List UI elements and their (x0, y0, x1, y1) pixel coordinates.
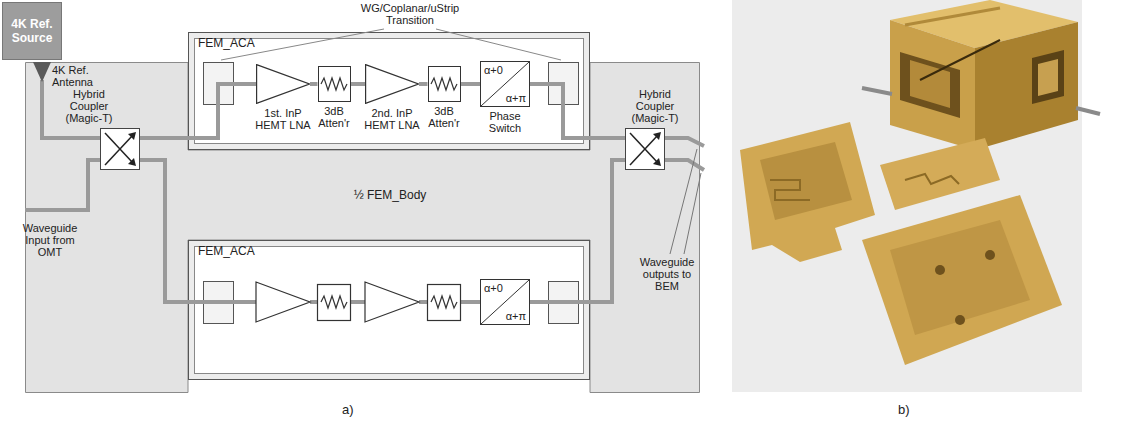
phase-state: α+0 (484, 64, 503, 76)
amplifier-symbol (365, 64, 419, 104)
magic-t-box (625, 128, 665, 170)
module-label: FEM_ACA (198, 244, 255, 258)
callout-label: Waveguide outputs to BEM (636, 256, 698, 292)
amplifier-symbol (256, 64, 310, 104)
signal-wire (310, 84, 318, 85)
attenuator: 3dB Atten'r (313, 66, 355, 129)
attenuator: 3dB Atten'r (423, 66, 465, 129)
hybrid-coupler: Hybrid Coupler (Magic-T) (56, 88, 142, 172)
coupler-label: Hybrid Coupler (Magic-T) (56, 88, 122, 124)
phase-switch-label: Phase Switch (478, 110, 532, 134)
callout-label: WG/Coplanar/uStrip Transition (340, 2, 480, 26)
amplifier-module: FEM_ACA1st. InP HEMT LNA3dB Atten'r2nd. … (188, 32, 590, 150)
crossed-arrows (626, 129, 664, 169)
amplifier-label: 1st. InP HEMT LNA (253, 107, 313, 131)
module-label: FEM_ACA (198, 36, 255, 50)
amplifier-module: FEM_ACA α+0 α+π (188, 240, 590, 380)
source-label: 4K Ref. Source (6, 17, 58, 45)
phase-switch-box: α+0 α+π (480, 61, 530, 107)
callout-label: Waveguide Input from OMT (20, 222, 80, 258)
phase-state: α+π (506, 310, 526, 322)
attenuator-label: 3dB Atten'r (313, 105, 355, 129)
panel-letter: b) (898, 402, 928, 418)
magic-t-box (100, 128, 140, 170)
amplifier-label: 2nd. InP HEMT LNA (362, 107, 422, 131)
panel-letter: a) (342, 402, 372, 418)
body-label: ½ FEM_Body (330, 188, 450, 202)
hemt-amplifier: 1st. InP HEMT LNA (253, 64, 313, 131)
resistor-symbol (429, 67, 460, 101)
reference-source: 4K Ref. Source (2, 2, 62, 60)
attenuator-label: 3dB Atten'r (423, 105, 465, 129)
hemt-amplifier: 2nd. InP HEMT LNA (362, 64, 422, 131)
phase-state: α+π (506, 92, 526, 104)
phase-switch: α+0 α+πPhase Switch (478, 61, 532, 134)
crossed-arrows (101, 129, 139, 169)
hybrid-coupler: Hybrid Coupler (Magic-T) (620, 88, 690, 172)
coupler-label: Hybrid Coupler (Magic-T) (620, 88, 690, 124)
attenuator-box (428, 66, 461, 102)
callout-label: 4K Ref. Antenna (52, 64, 104, 88)
signal-wire (351, 84, 366, 85)
signal-wire (461, 84, 481, 85)
attenuator-box (318, 66, 351, 102)
signal-wire (419, 84, 428, 85)
resistor-symbol (319, 67, 350, 101)
phase-state: α+0 (484, 282, 503, 294)
phase-switch: α+0 α+π (480, 279, 530, 325)
